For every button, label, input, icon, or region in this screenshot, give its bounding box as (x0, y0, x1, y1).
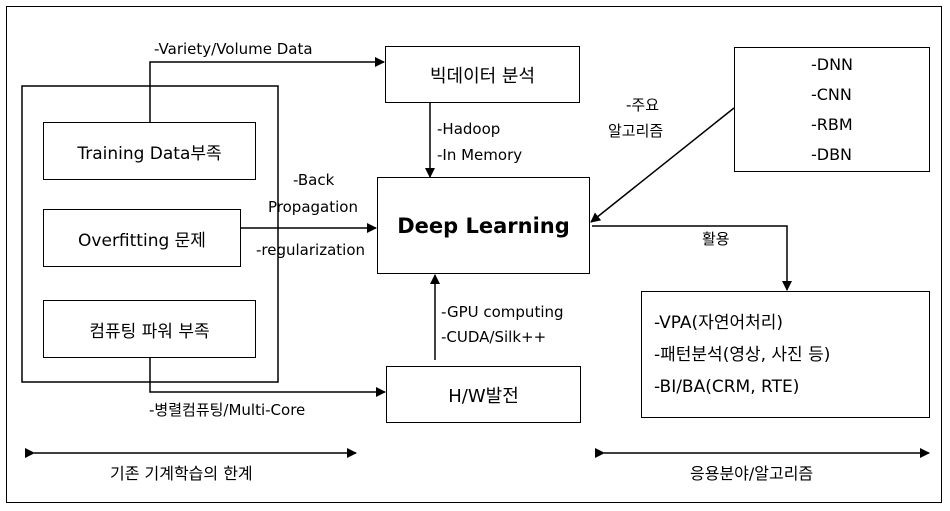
algorithm-rbm: -RBM (810, 114, 853, 134)
label-back: -Back (293, 171, 335, 189)
algorithms-list: -DNN -CNN -RBM -DBN (811, 50, 853, 170)
computing-power-label: 컴퓨팅 파워 부족 (89, 321, 210, 342)
computing-power-box: 컴퓨팅 파워 부족 (43, 300, 256, 358)
bigdata-tech-list: -Hadoop -In Memory (437, 116, 522, 168)
hardware-title: H/W발전 (448, 385, 519, 407)
arrow-dl-to-applications (592, 225, 792, 291)
overfitting-label: Overfitting 문제 (78, 230, 206, 251)
arrow-computing-to-hw (149, 357, 386, 397)
hardware-box: H/W발전 (386, 366, 581, 423)
algorithm-cnn: -CNN (810, 84, 852, 104)
hardware-input-label: -병렬컴퓨팅/Multi-Core (149, 401, 306, 419)
bigdata-tech-hadoop: -Hadoop (437, 120, 501, 138)
arrow-training-to-bigdata (149, 57, 385, 122)
applications-caption: 응용분야/알고리즘 (690, 464, 814, 483)
bigdata-title: 빅데이터 분석 (429, 65, 536, 87)
limits-caption: 기존 기계학습의 한계 (110, 464, 253, 483)
deep-learning-box: Deep Learning (377, 177, 590, 274)
algorithms-label-main: -주요 (626, 96, 660, 114)
hardware-tech-gpu: -GPU computing (441, 303, 564, 321)
algorithms-box: -DNN -CNN -RBM -DBN (734, 47, 930, 172)
training-data-label: Training Data부족 (77, 143, 222, 164)
arrow-algorithms-to-dl (590, 107, 735, 223)
diagram-frame (6, 6, 942, 503)
algorithm-dnn: -DNN (810, 54, 854, 74)
application-vpa: -VPA(자연어처리) (654, 312, 784, 333)
applications-label: 활용 (702, 230, 730, 248)
algorithm-dbn: -DBN (810, 144, 853, 164)
application-pattern: -패턴분석(영상, 사진 등) (654, 344, 831, 365)
label-propagation: Propagation (268, 198, 358, 216)
applications-box: -VPA(자연어처리) -패턴분석(영상, 사진 등) -BI/BA(CRM, … (641, 291, 930, 418)
bigdata-tech-inmemory: -In Memory (437, 146, 523, 164)
overfitting-box: Overfitting 문제 (43, 209, 241, 267)
bigdata-box: 빅데이터 분석 (385, 46, 580, 103)
training-data-box: Training Data부족 (43, 122, 256, 180)
algorithms-label-sub: 알고리즘 (608, 122, 664, 140)
label-regularization: -regularization (256, 241, 365, 259)
hardware-tech-list: -GPU computing -CUDA/Silk++ (441, 300, 564, 350)
bigdata-input-label: -Variety/Volume Data (154, 40, 313, 58)
deep-learning-title: Deep Learning (397, 213, 570, 238)
applications-list: -VPA(자연어처리) -패턴분석(영상, 사진 등) -BI/BA(CRM, … (654, 307, 830, 403)
application-bi: -BI/BA(CRM, RTE) (654, 376, 800, 397)
hardware-tech-cuda: -CUDA/Silk++ (441, 328, 547, 346)
